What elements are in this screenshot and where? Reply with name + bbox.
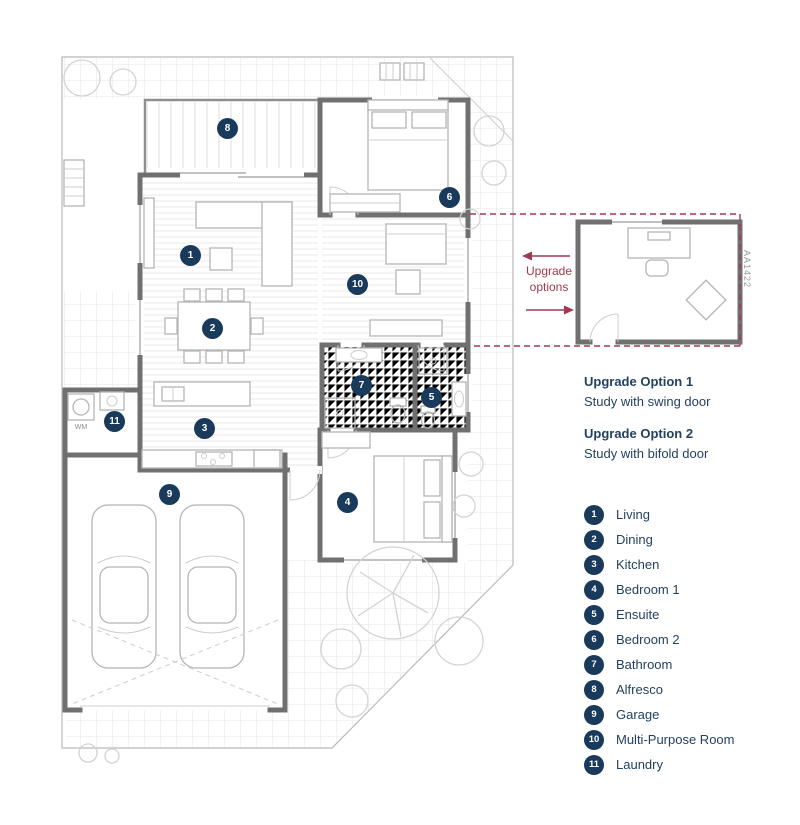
legend-badge: 9 — [584, 704, 604, 725]
legend-badge: 4 — [584, 579, 604, 600]
legend-badge: 6 — [584, 629, 604, 650]
legend-badge: 5 — [584, 604, 604, 625]
upgrade-option-1: Upgrade Option 1 Study with swing door — [584, 372, 710, 412]
legend-label: Alfresco — [616, 682, 663, 697]
bedroom2-furniture — [329, 99, 449, 213]
legend-item-bathroom: 7 Bathroom — [584, 652, 735, 677]
site-boundary — [61, 56, 514, 749]
plan-marker-kitchen: 3 — [194, 418, 215, 439]
room-legend: 1 Living 2 Dining 3 Kitchen 4 Bedroom 1 … — [584, 502, 735, 777]
legend-item-living: 1 Living — [584, 502, 735, 527]
windows — [136, 96, 472, 564]
legend-label: Kitchen — [616, 557, 660, 572]
legend-label: Multi-Purpose Room — [616, 732, 735, 747]
legend-label: Bathroom — [616, 657, 673, 672]
bedroom1-furniture — [321, 431, 453, 543]
site-objects — [63, 62, 425, 207]
legend-item-laundry: 11 Laundry — [584, 752, 735, 777]
legend-badge: 10 — [584, 729, 604, 750]
plan-marker-dining: 2 — [202, 318, 223, 339]
upgrade-option-1-title: Upgrade Option 1 — [584, 374, 694, 389]
plan-marker-living: 1 — [180, 245, 201, 266]
plan-marker-bedroom2: 6 — [439, 187, 460, 208]
plan-marker-garage: 9 — [159, 484, 180, 505]
legend-label: Garage — [616, 707, 660, 722]
living-furniture — [143, 197, 293, 287]
upgrade-option-2-subtitle: Study with bifold door — [584, 446, 709, 461]
legend-label: Bedroom 1 — [616, 582, 680, 597]
washing-machine-label: WM — [74, 424, 88, 431]
plan-code-label: AA1422 — [742, 250, 752, 289]
plan-marker-ensuite: 5 — [421, 387, 442, 408]
trees — [63, 59, 507, 764]
ensuite-fixtures — [418, 347, 467, 429]
upgrade-option-2-title: Upgrade Option 2 — [584, 426, 694, 441]
plan-marker-alfresco: 8 — [217, 118, 238, 139]
plan-marker-laundry: 11 — [104, 411, 125, 432]
mpr-furniture — [369, 223, 447, 337]
garage-cars — [71, 504, 279, 705]
legend-item-dining: 2 Dining — [584, 527, 735, 552]
legend-item-multipurpose: 10 Multi-Purpose Room — [584, 727, 735, 752]
upgrade-option-1-subtitle: Study with swing door — [584, 394, 711, 409]
paving-areas — [63, 57, 513, 747]
legend-label: Laundry — [616, 757, 663, 772]
legend-label: Ensuite — [616, 607, 660, 622]
legend-badge: 3 — [584, 554, 604, 575]
kitchen-fixtures — [141, 381, 283, 469]
bathroom-fixtures — [324, 347, 407, 429]
legend-item-garage: 9 Garage — [584, 702, 735, 727]
legend-badge: 11 — [584, 754, 604, 775]
legend-item-kitchen: 3 Kitchen — [584, 552, 735, 577]
legend-item-bedroom2: 6 Bedroom 2 — [584, 627, 735, 652]
upgrade-option-2: Upgrade Option 2 Study with bifold door — [584, 424, 710, 464]
dining-furniture — [164, 288, 264, 364]
legend-item-alfresco: 8 Alfresco — [584, 677, 735, 702]
legend-badge: 2 — [584, 529, 604, 550]
plan-marker-bedroom1: 4 — [337, 492, 358, 513]
legend-label: Bedroom 2 — [616, 632, 680, 647]
legend-label: Living — [616, 507, 650, 522]
legend-badge: 7 — [584, 654, 604, 675]
upgrade-options-callout: Upgrade options — [525, 264, 573, 294]
legend-item-bedroom1: 4 Bedroom 1 — [584, 577, 735, 602]
legend-badge: 8 — [584, 679, 604, 700]
laundry-fixtures — [67, 391, 125, 421]
legend-label: Dining — [616, 532, 653, 547]
legend-badge: 1 — [584, 504, 604, 525]
upgrade-link — [470, 213, 741, 347]
upgrade-options-panel: Upgrade Option 1 Study with swing door U… — [584, 372, 710, 476]
study-room — [575, 218, 743, 345]
plan-marker-bathroom: 7 — [351, 375, 372, 396]
plan-marker-multipurpose: 10 — [347, 274, 368, 295]
legend-item-ensuite: 5 Ensuite — [584, 602, 735, 627]
